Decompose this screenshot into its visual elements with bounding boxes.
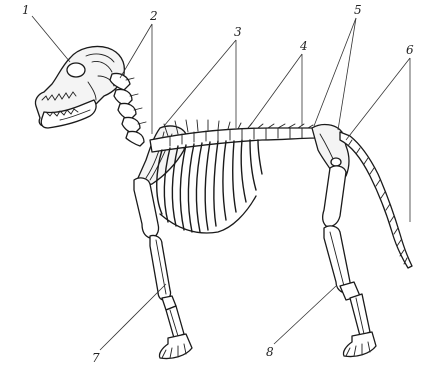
label-2: 2 <box>149 9 158 23</box>
label-7: 7 <box>92 351 100 365</box>
leader-3a <box>164 40 236 126</box>
cervical-vertebrae <box>110 73 146 146</box>
leader-5a <box>314 18 356 126</box>
label-4: 4 <box>299 39 308 53</box>
leader-1 <box>32 16 70 62</box>
leader-7 <box>100 284 166 350</box>
leader-4a <box>250 54 302 126</box>
leader-2a <box>120 24 152 78</box>
label-8: 8 <box>266 345 274 359</box>
leader-5b <box>338 18 356 130</box>
label-3: 3 <box>234 25 242 39</box>
hindlimb <box>323 166 376 357</box>
label-6: 6 <box>406 43 414 57</box>
leader-6a <box>346 58 410 140</box>
forelimb <box>134 178 192 359</box>
label-5: 5 <box>354 3 362 17</box>
tail <box>340 132 412 268</box>
skull <box>35 46 124 128</box>
leader-8 <box>274 286 336 344</box>
label-1: 1 <box>22 3 30 17</box>
